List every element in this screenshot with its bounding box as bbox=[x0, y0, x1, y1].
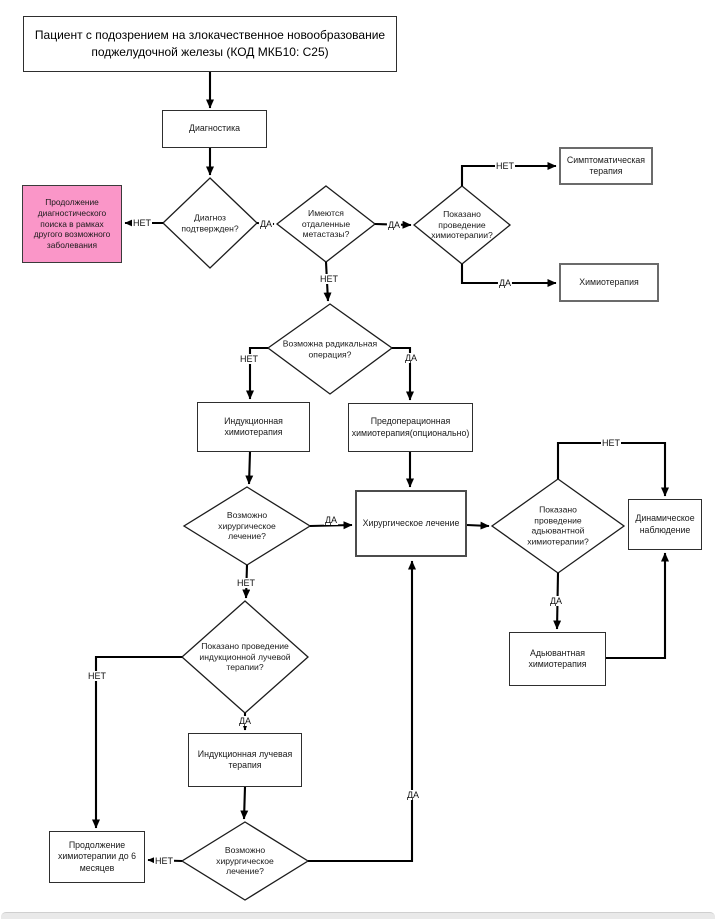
node-dynamic-observation: Динамическое наблюдение bbox=[628, 499, 702, 550]
connector-radical-yes bbox=[392, 346, 414, 401]
decision-surgery-possible-1: Возможно хирургическое лечение? bbox=[218, 509, 276, 542]
edge-label-no-confirmed: НЕТ bbox=[132, 218, 152, 228]
decision-surgery-possible-2-shape bbox=[180, 821, 310, 901]
connector-surgpossible1-yes bbox=[309, 521, 353, 530]
decision-chemo-indicated: Показано проведение химиотерапии? bbox=[431, 208, 493, 241]
edge-label-no-surgpossible1: НЕТ bbox=[236, 578, 256, 588]
connector-chemoind-no-symptomatic bbox=[460, 162, 557, 186]
node-chemotherapy: Химиотерапия bbox=[559, 263, 659, 302]
edge-label-no-surgpossible2: НЕТ bbox=[154, 856, 174, 866]
connector-induction-to-surgpossible bbox=[245, 451, 254, 485]
decision-surgery-possible-2: Возможно хирургическое лечение? bbox=[216, 844, 274, 877]
decision-induction-rt-indicated: Показано проведение индукционной лучевой… bbox=[199, 640, 291, 673]
connector-surgery-to-adjuvantind bbox=[466, 521, 490, 530]
edge-label-yes-rtind: ДА bbox=[237, 716, 253, 726]
edge-label-no-chemoind: НЕТ bbox=[495, 161, 515, 171]
node-induction-chemo: Индукционная химиотерапия bbox=[197, 402, 310, 452]
bottom-scrollbar-track[interactable] bbox=[1, 912, 715, 919]
decision-radical-operation-shape bbox=[266, 303, 394, 395]
edge-label-yes-surgpossible1: ДА bbox=[323, 515, 339, 525]
connector-adjuvant-to-observation bbox=[606, 552, 669, 660]
decision-shapes bbox=[162, 177, 626, 901]
connector-adjuvantind-no bbox=[556, 441, 669, 497]
connector-chemoind-yes-chemo bbox=[460, 264, 557, 287]
decision-radical-operation: Возможна радикальная операция? bbox=[282, 338, 378, 359]
edge-label-yes-confirmed: ДА bbox=[258, 219, 274, 229]
node-preop-chemo: Предоперационная химиотерапия(опциональн… bbox=[348, 403, 473, 452]
node-symptomatic-therapy: Симптоматическая терапия bbox=[559, 147, 653, 185]
decision-diagnosis-confirmed-shape bbox=[162, 177, 258, 269]
decision-adjuvant-indicated: Показано проведение адьювантной химиотер… bbox=[527, 504, 589, 547]
edge-label-yes-radical: ДА bbox=[403, 353, 419, 363]
connector-rt-to-surgpossible2 bbox=[240, 786, 249, 820]
edge-label-no-metastases: НЕТ bbox=[319, 274, 339, 284]
connector-radical-no bbox=[246, 346, 268, 400]
node-adjuvant-chemo: Адьювантная химиотерапия bbox=[509, 632, 606, 686]
edge-label-no-radical: НЕТ bbox=[239, 354, 259, 364]
edge-label-no-adjuvantind: НЕТ bbox=[601, 438, 621, 448]
decision-diagnosis-confirmed: Диагноз подтвержден? bbox=[181, 212, 239, 233]
edge-label-no-rtind: НЕТ bbox=[87, 671, 107, 681]
node-continue-search: Продолжение диагностического поиска в ра… bbox=[22, 185, 122, 263]
node-induction-rt: Индукционная лучевая терапия bbox=[188, 733, 302, 787]
connector-surgpossible2-yes bbox=[308, 560, 416, 863]
edge-label-yes-chemoind: ДА bbox=[497, 278, 513, 288]
connector-rtind-no bbox=[92, 655, 182, 829]
decision-distant-metastases: Имеются отдаленные метастазы? bbox=[301, 207, 351, 240]
node-surgery: Хирургическое лечение bbox=[355, 490, 467, 557]
edge-label-yes-adjuvantind: ДА bbox=[548, 596, 564, 606]
node-continue-chemo-6m: Продолжение химиотерапии до 6 месяцев bbox=[49, 831, 145, 883]
edge-label-yes-surgpossible2: ДА bbox=[405, 790, 421, 800]
node-diagnostics: Диагностика bbox=[162, 110, 267, 148]
connectors bbox=[92, 72, 669, 865]
node-patient-title: Пациент с подозрением на злокачественное… bbox=[23, 16, 397, 72]
edge-label-yes-metastases: ДА bbox=[386, 220, 402, 230]
